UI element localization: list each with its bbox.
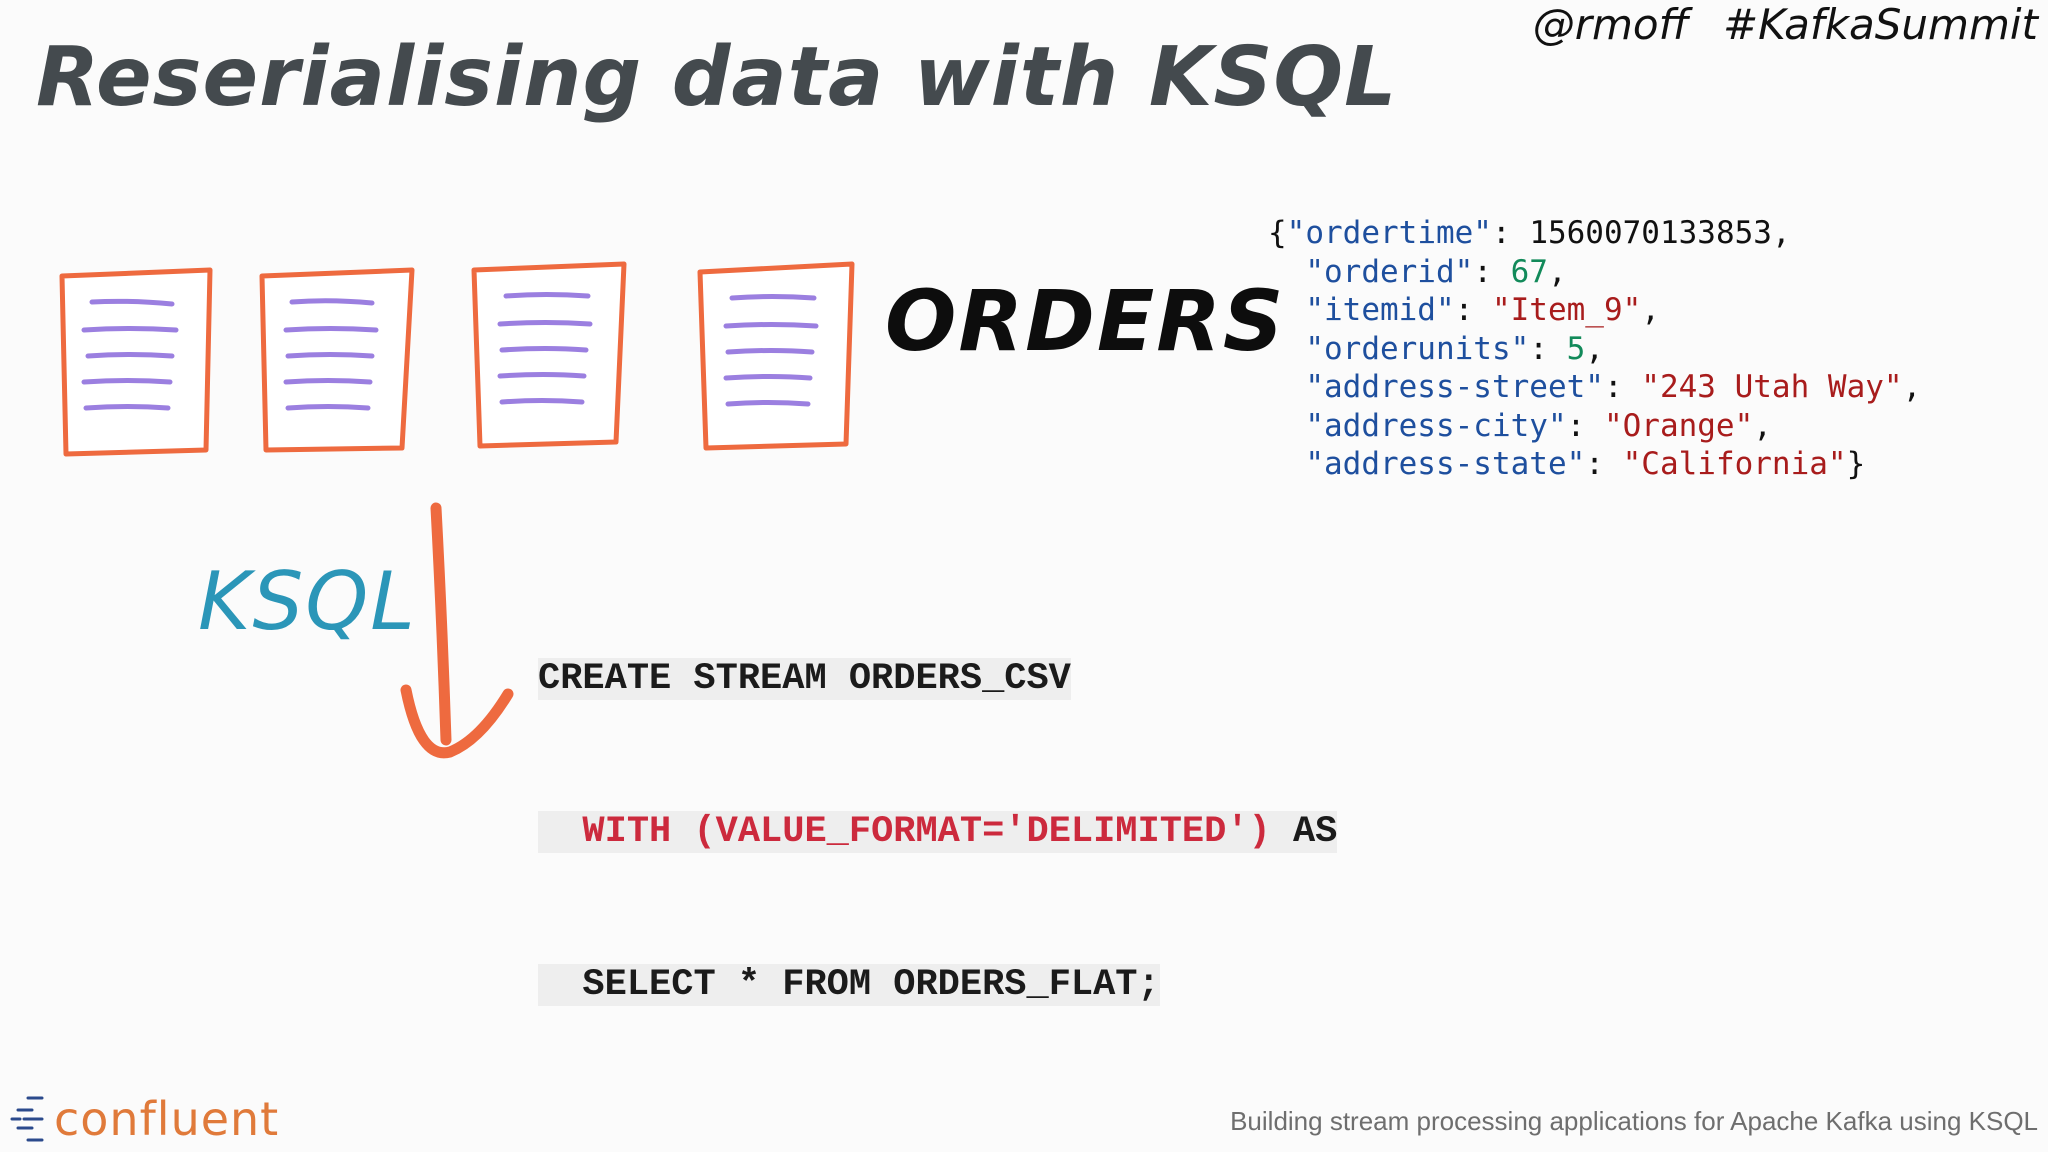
document-lines	[497, 292, 593, 405]
json-record: {"ordertime": 1560070133853, "orderid": …	[1268, 215, 1922, 482]
document-lines	[81, 298, 179, 411]
json-key: "address-city"	[1305, 407, 1567, 444]
sql-line-create: CREATE STREAM ORDERS_CSV	[538, 658, 1071, 700]
json-key: "address-state"	[1305, 446, 1586, 482]
ksql-label: KSQL	[198, 555, 417, 648]
footer-caption: Building stream processing applications …	[1230, 1106, 2038, 1136]
document-icon	[471, 261, 627, 449]
sql-as-keyword: AS	[1292, 811, 1338, 853]
json-number: 1560070133853	[1529, 215, 1772, 251]
hashtag: #KafkaSummit	[1722, 0, 2038, 49]
twitter-handle: @rmoff	[1532, 0, 1689, 49]
document-icon	[259, 267, 415, 453]
orders-topic-label: ORDERS	[885, 272, 1286, 370]
confluent-logo: confluent	[10, 1092, 279, 1146]
confluent-logo-icon	[10, 1096, 44, 1142]
json-key: "address-street"	[1305, 369, 1604, 405]
json-string: "Item_9"	[1491, 292, 1642, 328]
document-lines	[723, 294, 819, 407]
document-icon	[697, 261, 855, 451]
document-icon	[59, 267, 213, 457]
json-key: "ordertime"	[1286, 215, 1492, 251]
json-key: "orderid"	[1305, 253, 1474, 290]
json-number: 5	[1566, 330, 1586, 367]
sql-with-clause: WITH (VALUE_FORMAT='DELIMITED')	[582, 811, 1271, 853]
json-string: "Orange"	[1603, 407, 1754, 444]
sql-statement: CREATE STREAM ORDERS_CSV WITH (VALUE_FOR…	[538, 552, 1338, 1062]
json-key: "itemid"	[1305, 292, 1455, 328]
slide-title: Reserialising data with KSQL	[36, 30, 1398, 125]
social-handles: @rmoff #KafkaSummit	[1499, 0, 2038, 49]
document-lines	[283, 298, 379, 411]
json-number: 67	[1510, 253, 1548, 290]
json-key: "orderunits"	[1305, 330, 1530, 367]
json-string: "California"	[1622, 446, 1847, 482]
sql-line-select: SELECT * FROM ORDERS_FLAT;	[582, 964, 1160, 1006]
json-string: "243 Utah Way"	[1641, 369, 1903, 405]
logo-text: confluent	[54, 1092, 280, 1146]
down-arrow-icon	[400, 502, 514, 759]
